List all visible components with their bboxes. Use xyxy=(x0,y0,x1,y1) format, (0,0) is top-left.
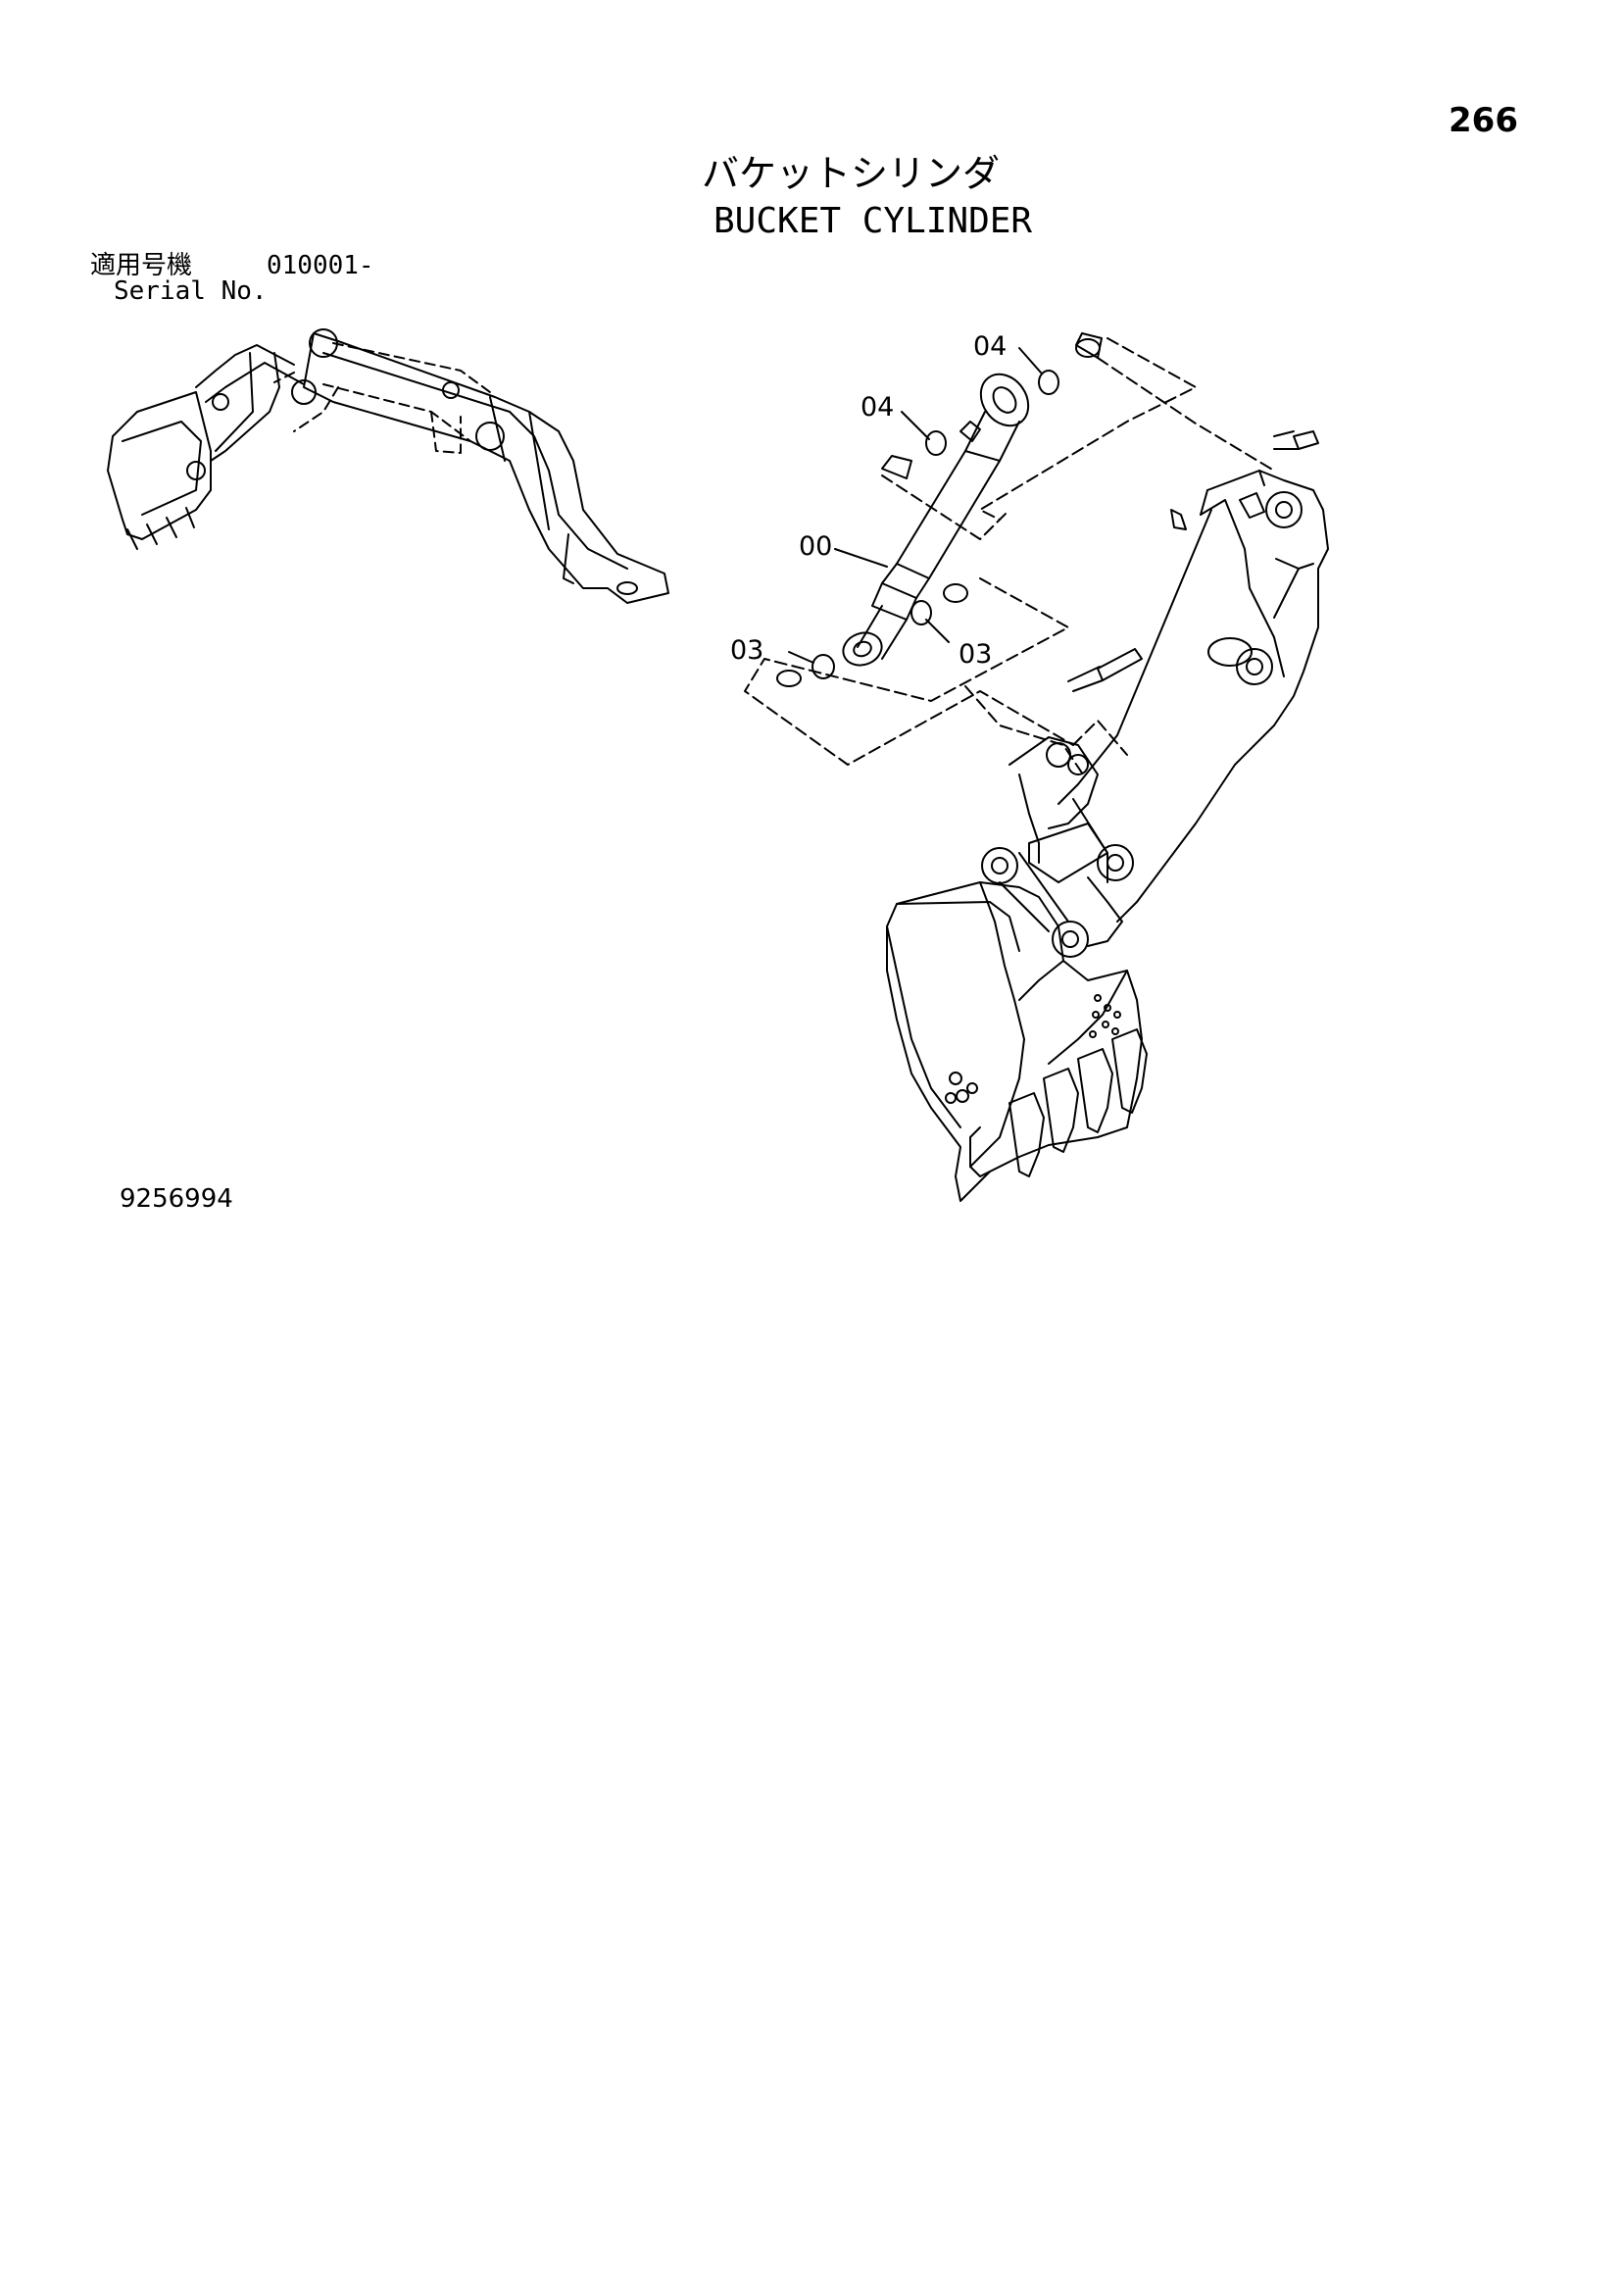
bucket-cylinder-illustration xyxy=(744,332,1329,1202)
serial-label-japanese: 適用号機 xyxy=(90,251,193,280)
callout-03-left: 03 xyxy=(730,635,763,666)
callout-00: 00 xyxy=(799,531,832,562)
page-number: 266 xyxy=(1449,101,1518,140)
callout-leaders xyxy=(788,347,1042,664)
callout-04-left: 04 xyxy=(861,392,894,423)
serial-number-value: 010001- xyxy=(267,251,374,280)
serial-label-english: Serial No. xyxy=(114,276,268,306)
callout-03-right: 03 xyxy=(959,639,992,670)
callout-04-top: 04 xyxy=(973,331,1007,362)
title-japanese: バケットシリンダ xyxy=(702,152,1001,195)
title-english: BUCKET CYLINDER xyxy=(713,201,1033,241)
overview-arm-illustration xyxy=(107,328,669,604)
drawing-number: 9256994 xyxy=(120,1184,233,1214)
